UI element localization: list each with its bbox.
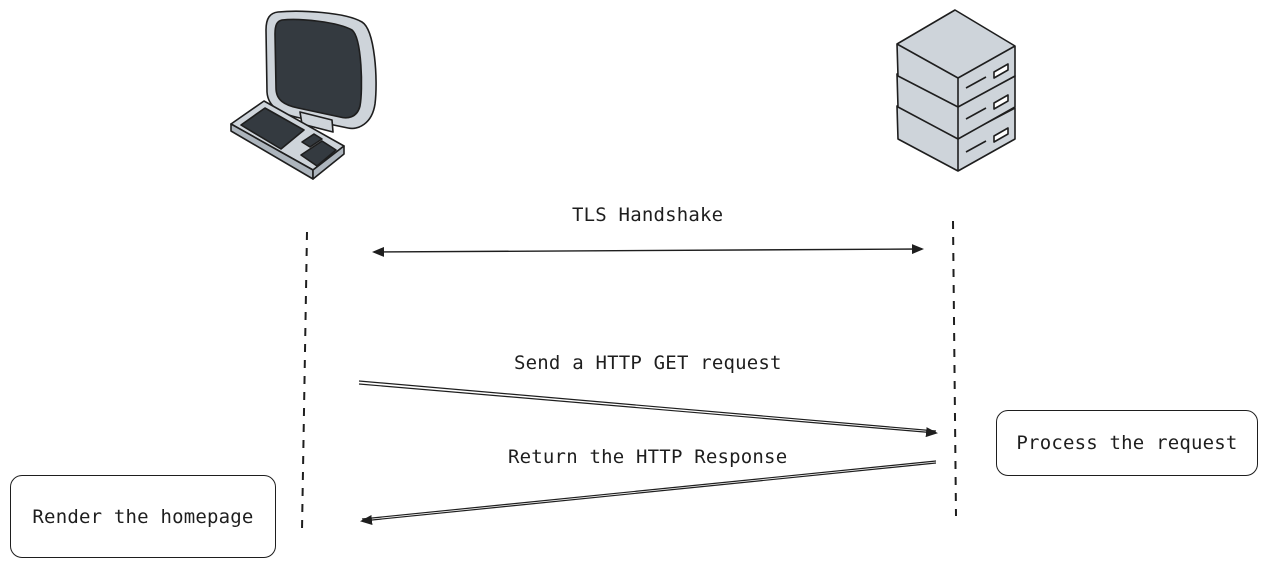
http-get-label: Send a HTTP GET request: [514, 352, 782, 374]
desktop-computer-icon: [230, 10, 377, 180]
server-note-text: Process the request: [1016, 432, 1238, 454]
client-lifeline: [301, 231, 308, 531]
client-note-text: Render the homepage: [32, 505, 254, 528]
tls-handshake-arrow: [372, 244, 924, 257]
server-lifeline: [952, 220, 957, 517]
http-get-arrow: [358, 380, 937, 432]
client-note-box: Render the homepage: [10, 475, 276, 558]
http-response-arrow: [361, 460, 937, 520]
http-response-label: Return the HTTP Response: [508, 446, 788, 468]
server-note-box: Process the request: [996, 410, 1258, 476]
tls-handshake-label: TLS Handshake: [572, 204, 724, 226]
server-rack-icon: [896, 9, 1016, 172]
